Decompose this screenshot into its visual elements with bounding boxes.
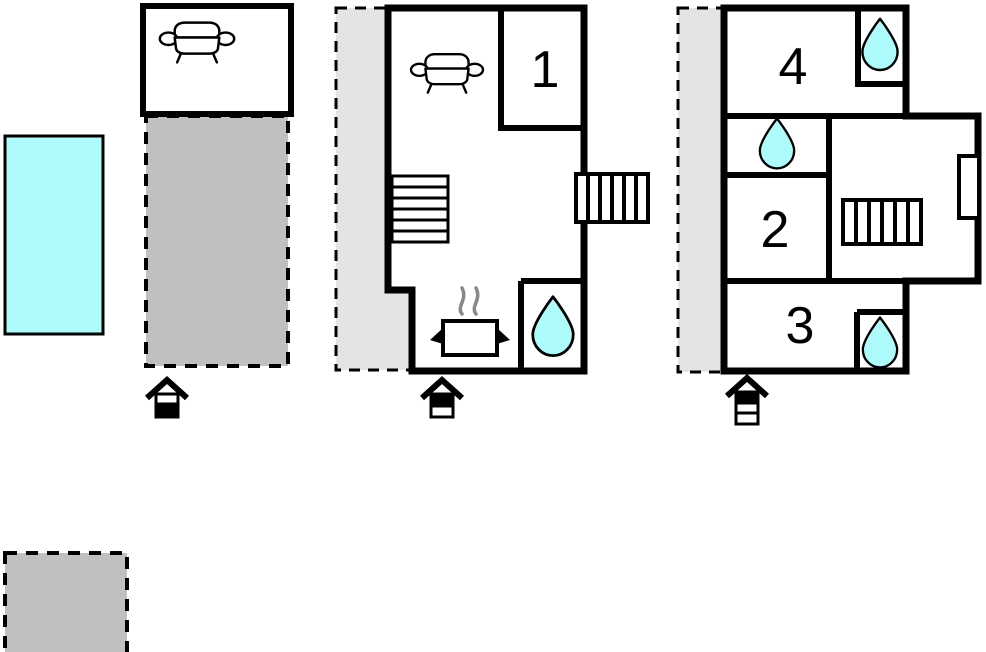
house-level-icon-2[interactable] — [419, 375, 465, 419]
level-basement-group — [3, 3, 294, 419]
building-shadow — [334, 6, 416, 372]
terrace-area — [144, 114, 290, 368]
bathroom-partition-ground — [518, 278, 584, 371]
door-element — [957, 154, 981, 220]
swimming-pool — [3, 134, 105, 336]
bathroom-cubicle-room3 — [854, 309, 906, 371]
room-1-partition — [498, 8, 584, 131]
room-1-label: 1 — [531, 41, 560, 99]
room-2-label: 2 — [761, 201, 790, 259]
house-level-icon-1[interactable] — [144, 375, 190, 419]
stairs-horizontal — [390, 174, 450, 244]
level-upper-group: 4 2 3 — [676, 4, 982, 426]
upper-floor-outline — [720, 4, 982, 375]
stove-icon — [430, 286, 510, 357]
room-4-label: 4 — [779, 38, 808, 96]
bathroom-cubicle-room4 — [855, 8, 906, 87]
building-shadow — [676, 6, 728, 374]
level-ground-group: 1 — [334, 4, 650, 419]
house-level-icon-3[interactable] — [724, 373, 770, 426]
outbuilding-area — [3, 551, 129, 652]
stairs-vertical — [841, 198, 923, 246]
room-3-label: 3 — [786, 297, 815, 355]
stairs-vertical-exterior — [574, 172, 650, 224]
